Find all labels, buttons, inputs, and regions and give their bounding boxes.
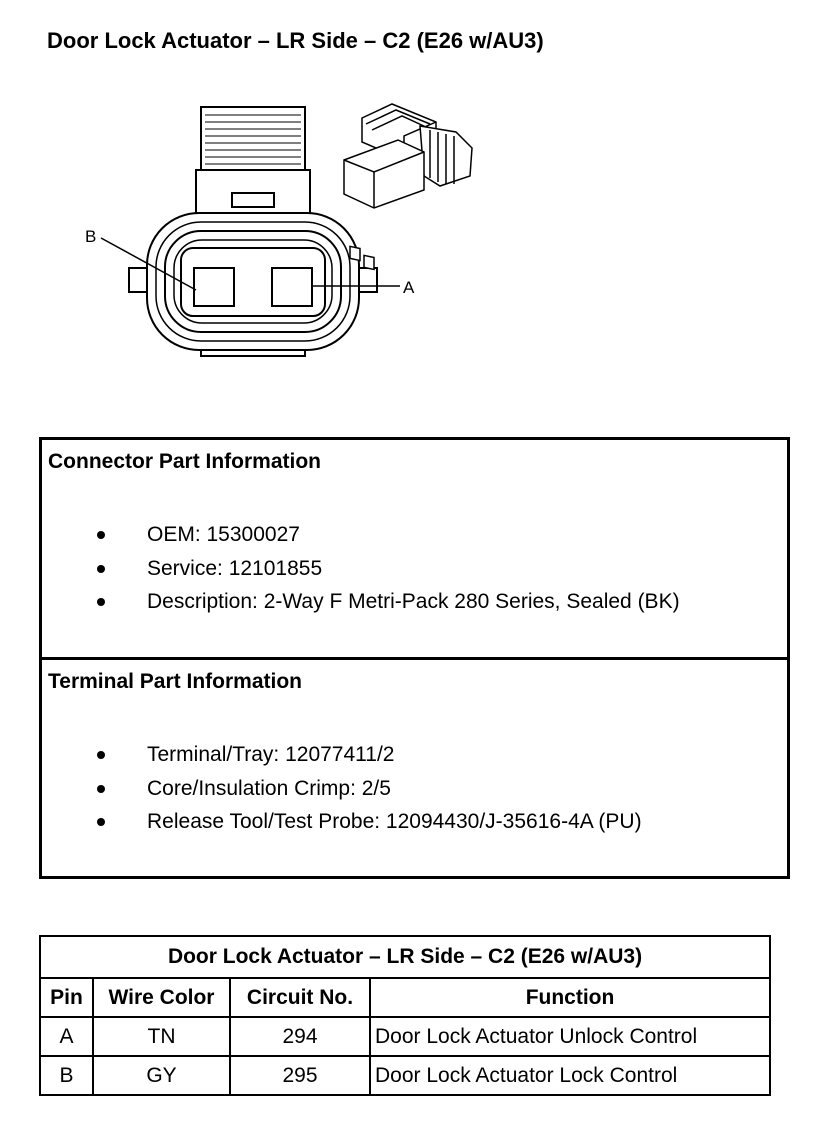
cell-circuit-no: 295 [229,1055,371,1096]
list-item: Service: 12101855 [42,552,680,586]
table-row: A TN 294 Door Lock Actuator Unlock Contr… [39,1016,772,1057]
cell-pin: A [39,1016,94,1057]
column-header-pin: Pin [39,977,94,1018]
pin-table-caption: Door Lock Actuator – LR Side – C2 (E26 w… [38,935,772,979]
connector-face [128,106,378,357]
terminal-part-info-heading: Terminal Part Information [48,670,302,693]
cavity-a [271,267,313,307]
terminal-part-info-list: Terminal/Tray: 12077411/2 Core/Insulatio… [42,738,642,839]
pin-label-b: B [85,227,96,246]
pin-table-caption-row: Door Lock Actuator – LR Side – C2 (E26 w… [38,935,772,979]
cell-pin: B [39,1055,94,1096]
connector-part-info-box: Connector Part Information OEM: 15300027… [39,437,790,657]
pin-label-a: A [403,278,415,297]
connector-part-info-list: OEM: 15300027 Service: 12101855 Descript… [42,518,680,619]
connector-isometric-view [343,103,473,271]
cell-wire-color: TN [92,1016,231,1057]
column-header-circuit-no: Circuit No. [229,977,371,1018]
cell-function: Door Lock Actuator Lock Control [368,1055,772,1096]
list-item: Release Tool/Test Probe: 12094430/J-3561… [42,805,642,839]
page-title: Door Lock Actuator – LR Side – C2 (E26 w… [47,28,544,53]
table-row: B GY 295 Door Lock Actuator Lock Control [39,1055,772,1096]
column-header-wire-color: Wire Color [92,977,231,1018]
list-item: Terminal/Tray: 12077411/2 [42,738,642,772]
cell-circuit-no: 294 [229,1016,371,1057]
list-item: Core/Insulation Crimp: 2/5 [42,772,642,806]
terminal-part-info-box: Terminal Part Information Terminal/Tray:… [39,657,790,879]
list-item: Description: 2-Way F Metri-Pack 280 Seri… [42,585,680,619]
cavity-b [193,267,235,307]
cell-wire-color: GY [92,1055,231,1096]
connector-diagram: B A [85,103,473,357]
column-header-function: Function [368,977,772,1018]
connector-part-info-heading: Connector Part Information [48,450,322,473]
pin-table-header-row: Pin Wire Color Circuit No. Function [39,977,772,1018]
pin-table: Door Lock Actuator – LR Side – C2 (E26 w… [38,935,772,1096]
cell-function: Door Lock Actuator Unlock Control [368,1016,772,1057]
list-item: OEM: 15300027 [42,518,680,552]
